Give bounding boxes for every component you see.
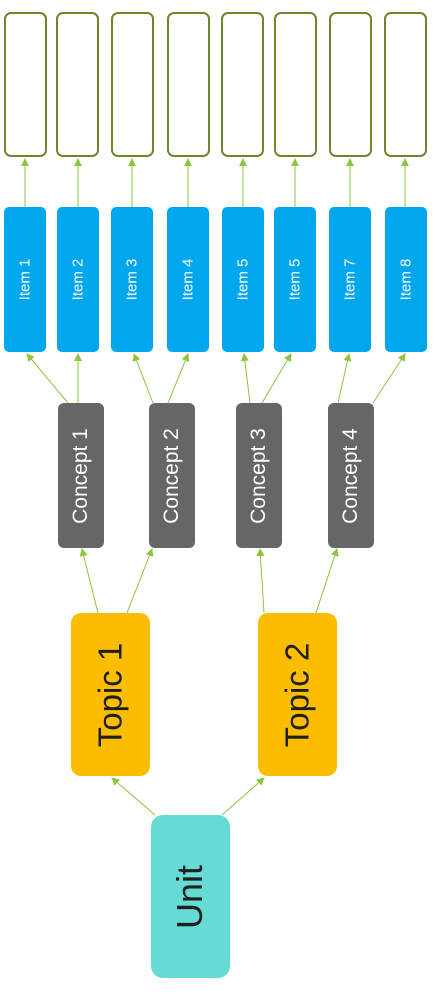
concept-label: Concept 2	[160, 427, 184, 524]
outcome-box-7	[329, 12, 372, 157]
outcome-box-4	[167, 12, 210, 157]
connector-concept-4-item-8	[372, 353, 406, 404]
connector-topic-2-concept-3	[256, 548, 265, 614]
item-label: Item 7	[341, 258, 359, 301]
outcome-box-8	[384, 12, 427, 157]
outcome-box-2	[56, 12, 99, 157]
connector-topic-1-concept-2	[126, 548, 154, 614]
item-label: Item 2	[69, 258, 87, 301]
connector-topic-1-concept-1	[79, 548, 99, 614]
item-node-6: Item 5	[274, 207, 316, 352]
connector-concept-2-item-4	[167, 353, 190, 404]
topic-node-2: Topic 2	[258, 613, 337, 776]
item-label: Item 1	[16, 258, 34, 301]
concept-node-3: Concept 3	[236, 403, 282, 548]
item-node-3: Item 3	[111, 207, 153, 352]
connector-concept-1-item-1	[26, 353, 69, 404]
concept-node-1: Concept 1	[58, 403, 104, 548]
item-label: Item 3	[123, 258, 141, 301]
item-node-5: Item 5	[222, 207, 264, 352]
connector-unit-topic-2	[221, 777, 265, 816]
concept-node-4: Concept 4	[328, 403, 374, 548]
topic-node-1: Topic 1	[71, 613, 150, 776]
outcome-box-1	[4, 12, 47, 157]
item-label: Item 5	[234, 258, 252, 301]
connector-concept-2-item-3	[132, 353, 154, 404]
item-label: Item 4	[179, 258, 197, 301]
item-node-7: Item 7	[329, 207, 371, 352]
item-node-8: Item 8	[385, 207, 427, 352]
item-node-1: Item 1	[4, 207, 46, 352]
connector-unit-topic-1	[111, 777, 156, 816]
item-label: Item 8	[397, 258, 415, 301]
concept-node-2: Concept 2	[149, 403, 195, 548]
connector-concept-3-item-5	[240, 353, 251, 404]
item-label: Item 5	[286, 258, 304, 301]
outcome-box-3	[111, 12, 154, 157]
connector-concept-3-item-6	[261, 353, 292, 404]
concept-label: Concept 4	[339, 427, 363, 524]
concept-label: Concept 3	[247, 427, 271, 524]
unit-node: Unit	[151, 815, 230, 978]
item-node-4: Item 4	[167, 207, 209, 352]
topic-label: Topic 1	[91, 642, 129, 747]
concept-label: Concept 1	[69, 427, 93, 524]
item-node-2: Item 2	[57, 207, 99, 352]
connector-concept-4-item-7	[337, 353, 352, 404]
unit-label: Unit	[169, 864, 211, 929]
outcome-box-6	[274, 12, 317, 157]
outcome-box-5	[221, 12, 264, 157]
topic-label: Topic 2	[278, 642, 316, 747]
connector-topic-2-concept-4	[315, 548, 339, 614]
